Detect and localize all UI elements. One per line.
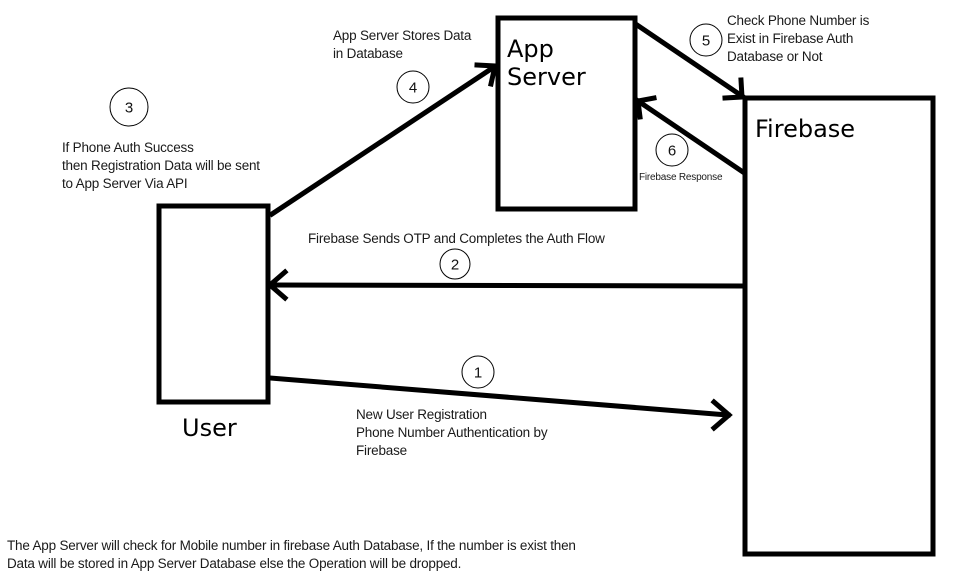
step-6-label: Firebase Response: [639, 172, 723, 184]
step-number: 1: [474, 365, 482, 382]
step-badge-5: 5: [689, 23, 723, 57]
step-5-label: Check Phone Number is Exist in Firebase …: [727, 12, 869, 66]
step-number: 6: [668, 143, 676, 160]
label-line: New User Registration: [356, 407, 487, 422]
app-server-node-label: App Server: [507, 35, 586, 91]
firebase-node-label: Firebase: [755, 115, 856, 143]
step-badge-2: 2: [439, 248, 471, 280]
label-line: Exist in Firebase Auth: [727, 31, 854, 46]
app-server-label-line: Server: [507, 63, 586, 91]
label-line: App Server Stores Data: [333, 28, 472, 43]
step-4-label: App Server Stores Data in Database: [333, 27, 471, 63]
step-3-label: If Phone Auth Success then Registration …: [62, 139, 260, 193]
step-badge-1: 1: [461, 355, 495, 389]
label-line: then Registration Data will be sent: [62, 158, 260, 173]
app-server-label-line: App: [507, 35, 554, 63]
arrow-step-4: [268, 62, 499, 218]
user-node-box: [156, 203, 271, 405]
label-line: If Phone Auth Success: [62, 140, 194, 155]
user-node-label: User: [182, 414, 237, 442]
step-badge-3: 3: [109, 87, 149, 127]
label-line: to App Server Via API: [62, 176, 188, 191]
firebase-node-box: [742, 95, 936, 557]
label-line: Phone Number Authentication by: [356, 425, 548, 440]
step-number: 3: [125, 100, 133, 117]
arrow-step-6: [634, 95, 747, 176]
label-line: Database or Not: [727, 49, 823, 64]
step-number: 2: [451, 257, 459, 274]
label-line: in Database: [333, 46, 403, 61]
label-line: Firebase Response: [639, 172, 723, 183]
label-line: Check Phone Number is: [727, 13, 870, 28]
step-number: 4: [409, 80, 417, 97]
arrow-step-2: [266, 268, 746, 302]
app-server-node-box: [495, 15, 638, 212]
step-2-label: Firebase Sends OTP and Completes the Aut…: [308, 230, 605, 248]
footer-note: The App Server will check for Mobile num…: [7, 537, 576, 573]
step-badge-4: 4: [396, 70, 430, 104]
arrow-step-1: [267, 375, 733, 432]
step-1-label: New User Registration Phone Number Authe…: [356, 406, 548, 460]
footer-note-line: The App Server will check for Mobile num…: [7, 538, 576, 553]
step-badge-6: 6: [655, 133, 689, 167]
arrow-step-5: [633, 21, 746, 101]
label-line: Firebase: [356, 443, 407, 458]
step-number: 5: [702, 33, 710, 50]
label-line: Firebase Sends OTP and Completes the Aut…: [308, 231, 605, 246]
footer-note-line: Data will be stored in App Server Databa…: [7, 556, 462, 571]
